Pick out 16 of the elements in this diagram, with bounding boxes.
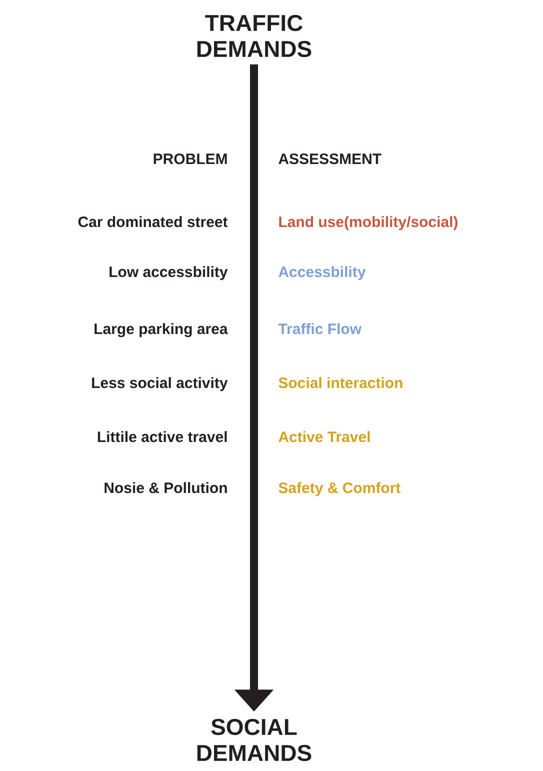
- label-text: PROBLEM: [154, 154, 227, 164]
- label-text: Social interaction: [278, 377, 402, 388]
- title-text: TRAFFIC DEMANDS: [197, 14, 312, 58]
- label-text: Low accessbility: [110, 266, 228, 280]
- label-text: Less social activity: [92, 377, 228, 392]
- label-text: Littile active travel: [98, 431, 227, 442]
- label-text: Active Travel: [278, 431, 370, 442]
- label-text: Large parking area: [94, 323, 228, 338]
- label-text: Accessbility: [278, 266, 366, 280]
- label-text: Nosie & Pollution: [104, 482, 227, 494]
- label-text: Traffic Flow: [278, 323, 362, 334]
- label-text: Land use(mobility/social): [279, 216, 458, 230]
- label-text: Car dominated street: [78, 216, 228, 228]
- label-text: ASSESSMENT: [278, 154, 382, 164]
- label-text: Safety & Comfort: [278, 482, 400, 496]
- title-text: SOCIAL DEMANDS: [197, 718, 312, 762]
